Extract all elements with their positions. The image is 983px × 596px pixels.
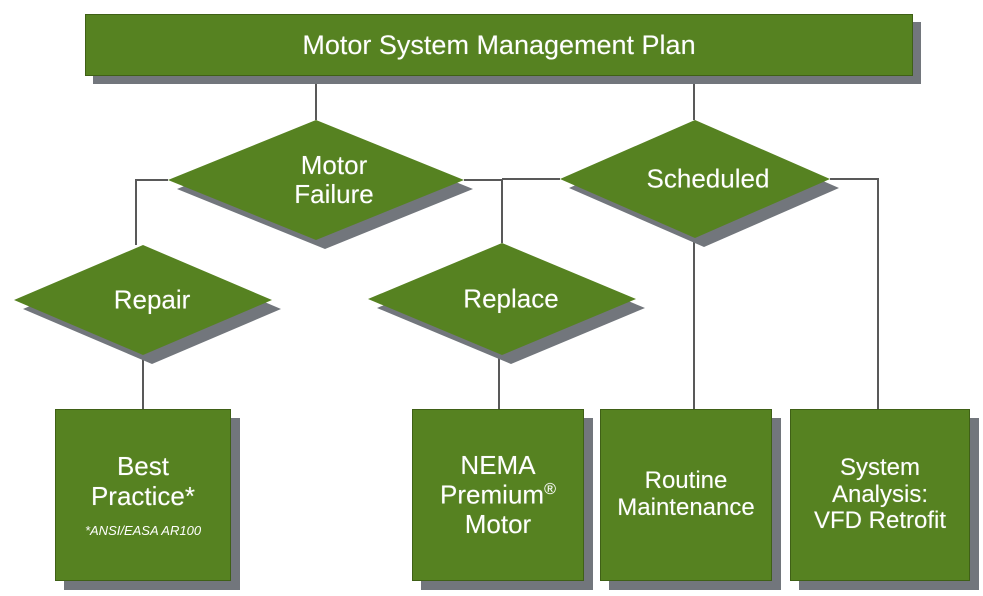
node-best-practice[interactable]: Best Practice* *ANSI/EASA AR100 — [55, 409, 231, 581]
system-analysis-label-line3: VFD Retrofit — [813, 507, 947, 535]
title-label: Motor System Management Plan — [302, 29, 696, 60]
best-practice-label-line2: Practice* — [90, 480, 196, 511]
registered-trademark-icon: ® — [544, 480, 556, 499]
routine-maintenance-label: Routine Maintenance — [617, 467, 755, 522]
repair-label-line1: Repair — [113, 284, 191, 315]
node-system-analysis-vfd-retrofit[interactable]: System Analysis: VFD Retrofit — [790, 409, 970, 581]
best-practice-label: Best Practice* — [91, 452, 195, 510]
nema-premium-motor-label-line1: NEMA — [460, 450, 536, 480]
repair-label: Repair — [14, 285, 272, 314]
best-practice-label-line1: Best — [116, 451, 169, 482]
routine-maintenance-label-line1: Routine — [644, 467, 728, 495]
node-routine-maintenance[interactable]: Routine Maintenance — [600, 409, 772, 581]
replace-label: Replace — [368, 284, 636, 313]
nema-premium-motor-label-line3: Motor — [464, 508, 532, 539]
node-replace[interactable]: Replace — [368, 243, 645, 364]
nema-premium-word: Premium — [440, 479, 545, 510]
node-motor-failure[interactable]: Motor Failure — [168, 120, 473, 249]
node-repair[interactable]: Repair — [14, 245, 281, 364]
system-analysis-label-line2: Analysis: — [831, 480, 929, 508]
routine-maintenance-label-line2: Maintenance — [617, 494, 755, 521]
scheduled-label: Scheduled — [560, 164, 830, 193]
nema-premium-motor-label-line2: Premium® — [440, 480, 556, 510]
motor-failure-label-line2: Failure — [294, 179, 374, 209]
edge-motor-failure-to-repair — [134, 178, 168, 245]
system-analysis-label: System Analysis: VFD Retrofit — [813, 453, 947, 536]
system-analysis-label-line1: System — [839, 453, 920, 481]
best-practice-footnote: *ANSI/EASA AR100 — [84, 522, 202, 538]
motor-failure-label: Motor Failure — [168, 149, 464, 209]
scheduled-label-line1: Scheduled — [646, 163, 770, 194]
node-scheduled[interactable]: Scheduled — [560, 120, 839, 247]
node-nema-premium-motor[interactable]: NEMA Premium® Motor — [412, 409, 584, 581]
nema-premium-motor-label: NEMA Premium® Motor — [440, 450, 556, 539]
node-motor-system-management-plan[interactable]: Motor System Management Plan — [85, 14, 913, 76]
replace-label-line1: Replace — [463, 283, 559, 314]
motor-failure-label-line1: Motor — [300, 149, 368, 180]
edge-scheduled-to-system-analysis — [830, 177, 880, 409]
